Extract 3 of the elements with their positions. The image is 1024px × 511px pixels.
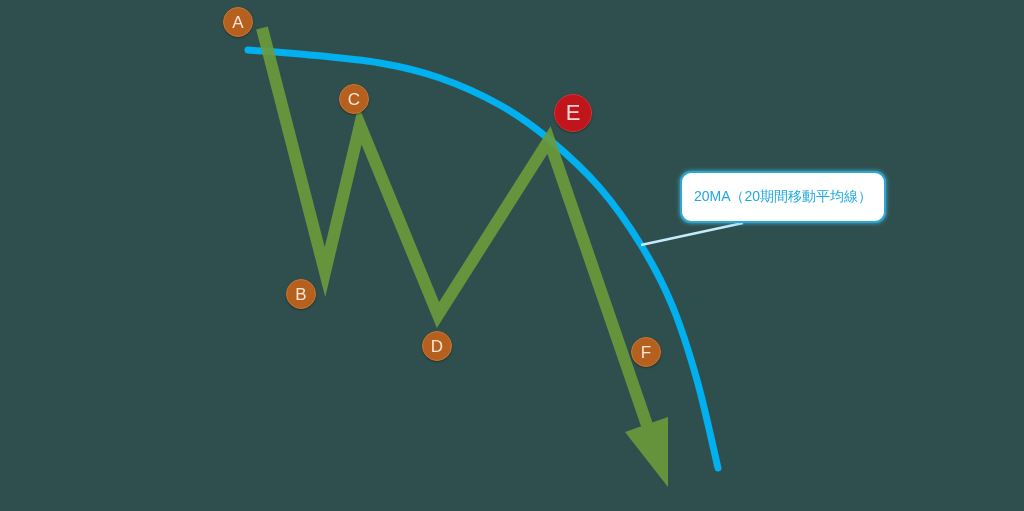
- leader-line: [640, 221, 744, 247]
- point-label: A: [223, 7, 253, 37]
- callout-bubble: 20MA（20期間移動平均線）: [680, 171, 886, 223]
